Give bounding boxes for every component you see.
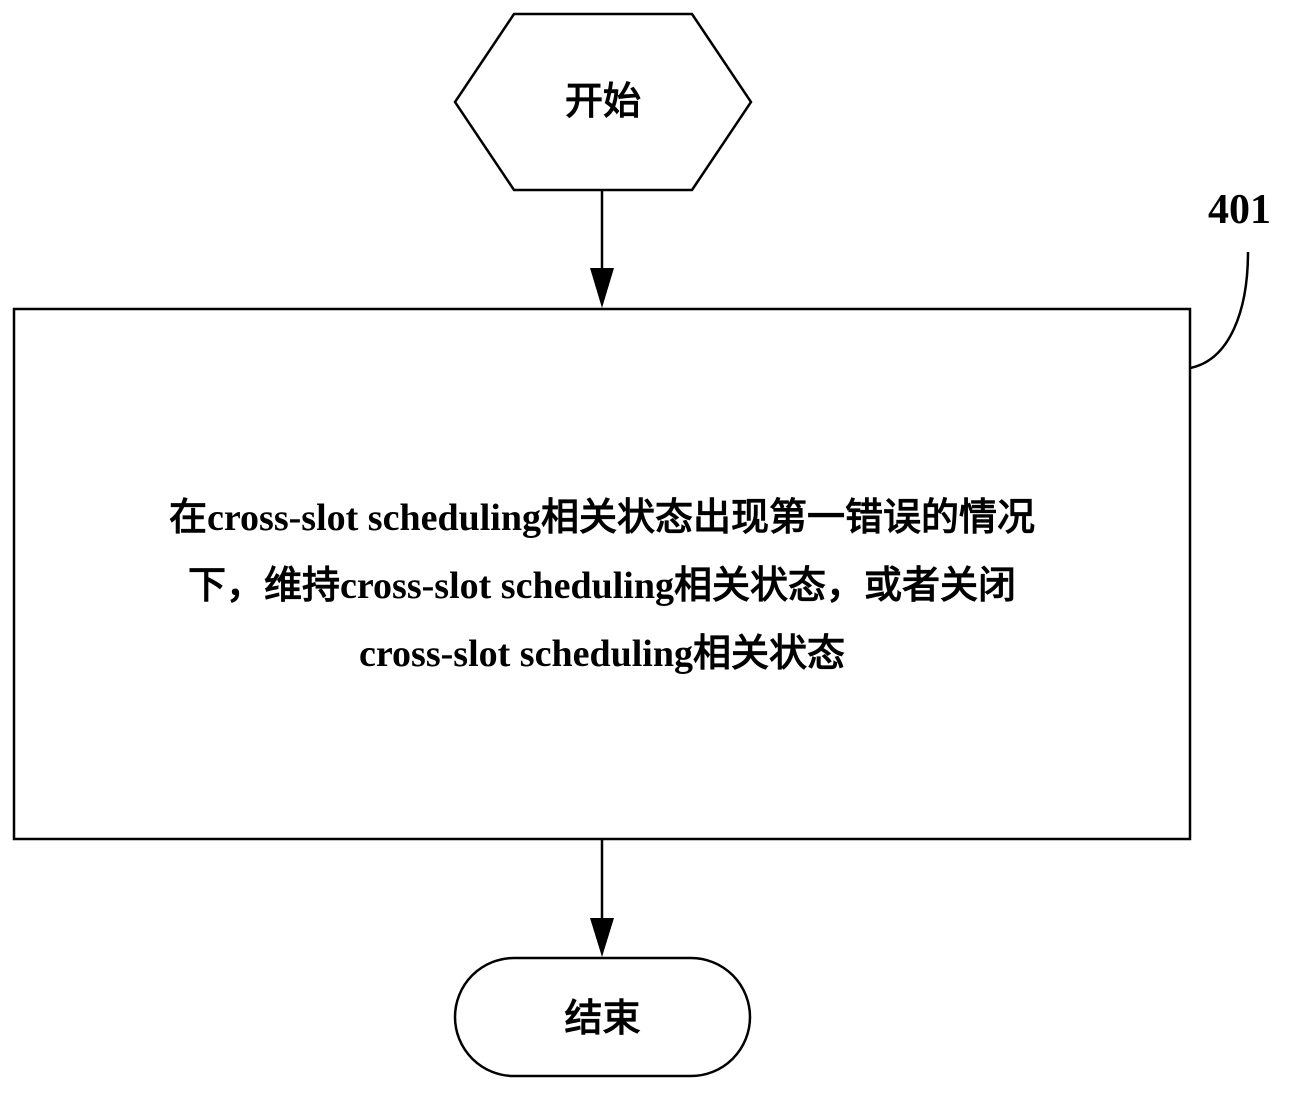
process-box-401 (12, 307, 1192, 841)
step-reference-number: 401 (1208, 187, 1271, 233)
end-terminator-shape (453, 956, 752, 1078)
reference-leader-line (1189, 251, 1250, 370)
end-label: 结束 (564, 998, 641, 1040)
start-label: 开始 (564, 81, 641, 123)
process-text-line-3: cross-slot scheduling相关状态 (359, 633, 845, 675)
arrowhead-step-to-end (590, 918, 614, 957)
process-text-401: 在cross-slot scheduling相关状态出现第一错误的情况 下，维持… (16, 484, 1188, 688)
process-text-line-2: 下，维持cross-slot scheduling相关状态，或者关闭 (188, 565, 1016, 607)
start-terminator-shape (453, 12, 753, 192)
process-text-line-1: 在cross-slot scheduling相关状态出现第一错误的情况 (169, 497, 1035, 539)
arrowhead-start-to-step (590, 268, 614, 308)
